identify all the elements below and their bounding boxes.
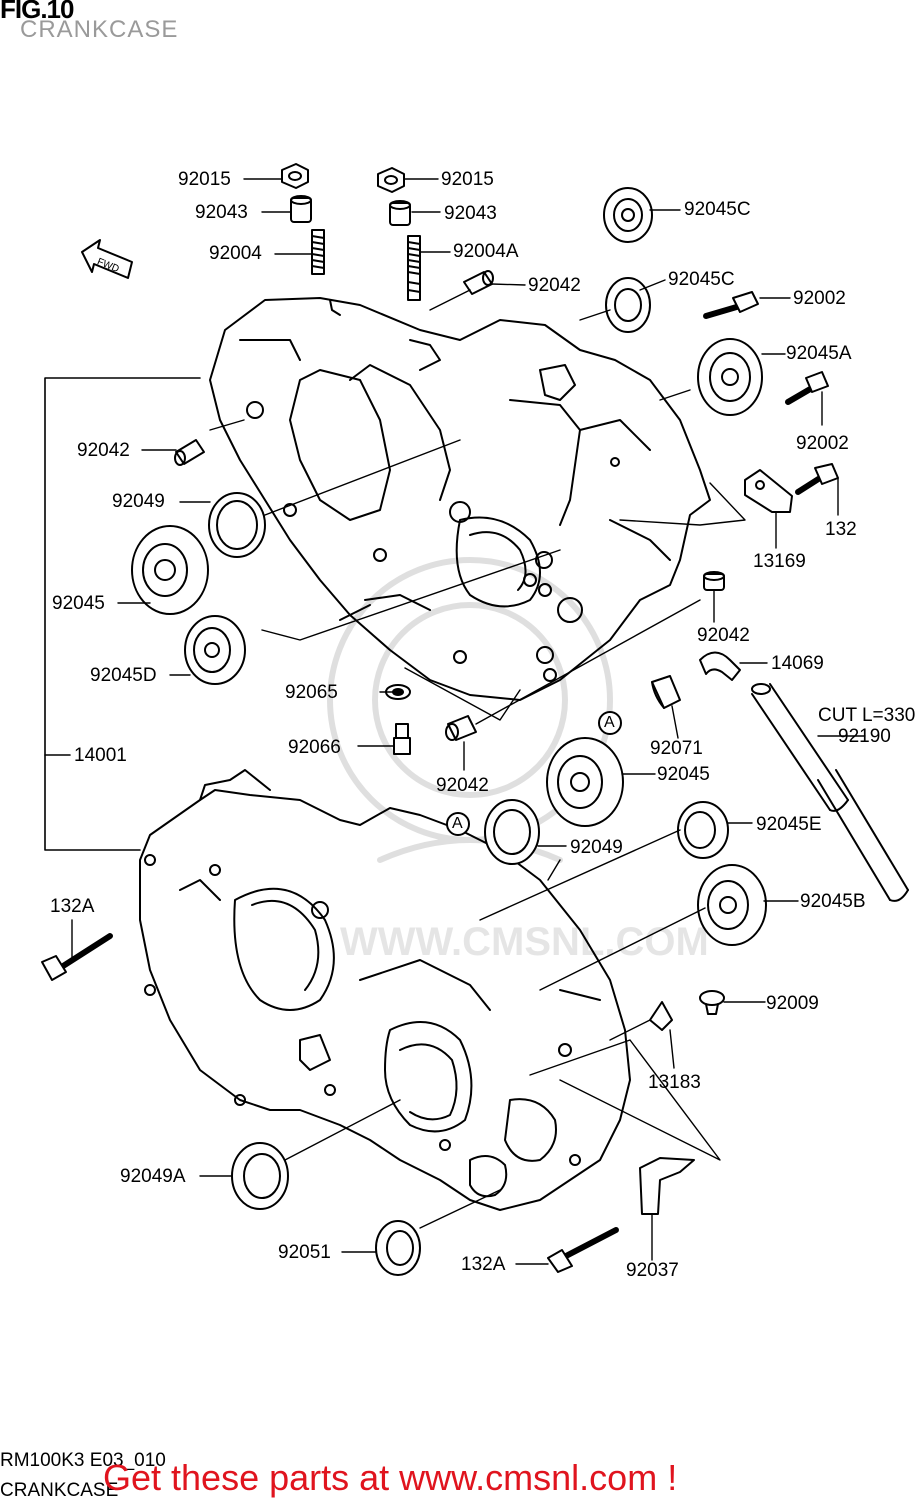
callout-label-A-bottom: A <box>452 815 463 832</box>
part-label-132A-bottom[interactable]: 132A <box>461 1254 506 1275</box>
part-label-92045C-top[interactable]: 92045C <box>684 199 751 220</box>
part-collar-92043-left <box>290 195 312 223</box>
part-bolt-132-top <box>795 463 839 495</box>
watermark-logo <box>327 557 613 863</box>
part-label-14001[interactable]: 14001 <box>74 745 127 766</box>
figure-code: RM100K3 E03_010 <box>0 1450 166 1471</box>
part-bolt-132A-left <box>41 933 113 981</box>
part-bolt-92002-top <box>703 291 759 319</box>
promo-link[interactable]: Get these parts at www.cmsnl.com ! <box>103 1457 678 1498</box>
part-label-92049A[interactable]: 92049A <box>120 1166 186 1187</box>
part-bolt-132A-bottom <box>547 1227 619 1273</box>
part-pin-92042-lower <box>445 715 477 741</box>
part-label-92066[interactable]: 92066 <box>288 737 341 758</box>
part-label-132A-left[interactable]: 132A <box>50 896 95 917</box>
part-label-92045C-mid[interactable]: 92045C <box>668 269 735 290</box>
part-bracket-92037 <box>639 1157 695 1215</box>
part-label-92045-left[interactable]: 92045 <box>52 593 105 614</box>
part-label-13183[interactable]: 13183 <box>648 1072 701 1093</box>
part-bearing-92045A <box>697 338 763 416</box>
part-label-92051[interactable]: 92051 <box>278 1242 331 1263</box>
part-fitting-14069 <box>699 651 741 681</box>
part-label-92002-top[interactable]: 92002 <box>793 288 846 309</box>
part-label-14069[interactable]: 14069 <box>771 653 824 674</box>
part-label-92004[interactable]: 92004 <box>209 243 262 264</box>
part-label-132-top[interactable]: 132 <box>825 519 857 540</box>
part-bolt-92002-mid <box>785 371 829 405</box>
part-screw-92009 <box>699 990 725 1015</box>
part-pin-92042-right <box>703 571 725 591</box>
part-label-92037[interactable]: 92037 <box>626 1260 679 1281</box>
part-collar-92043-right <box>389 200 411 226</box>
part-seal-92049-top <box>208 492 266 558</box>
callout-A-top <box>598 711 622 735</box>
part-bearing-92045-lower <box>546 737 624 827</box>
figure-caption: CRANKCASE <box>0 1480 119 1500</box>
part-label-92042-left[interactable]: 92042 <box>77 440 130 461</box>
part-hose-92190 <box>751 683 909 902</box>
part-label-92043-right[interactable]: 92043 <box>444 203 497 224</box>
part-nut-92015-right <box>377 167 405 193</box>
part-label-92045A[interactable]: 92045A <box>786 343 852 364</box>
part-plate-13183 <box>649 1001 673 1031</box>
part-label-13169[interactable]: 13169 <box>753 551 806 572</box>
part-label-92045D[interactable]: 92045D <box>90 665 157 686</box>
part-bearing-92045E <box>677 801 729 859</box>
part-bearing-92045B <box>697 864 767 946</box>
part-stud-92004 <box>311 229 325 275</box>
part-label-92042-top[interactable]: 92042 <box>528 275 581 296</box>
part-label-92042-right[interactable]: 92042 <box>697 625 750 646</box>
part-nut-92015-left <box>281 163 309 189</box>
part-label-92042-lower[interactable]: 92042 <box>436 775 489 796</box>
part-label-92190[interactable]: 92190 <box>838 726 891 747</box>
part-label-92015-right[interactable]: 92015 <box>441 169 494 190</box>
part-seal-92049-lower <box>484 799 540 865</box>
part-bearing-92045C-mid <box>605 277 651 333</box>
part-label-cut-length[interactable]: CUT L=330 <box>818 705 916 726</box>
part-label-92065[interactable]: 92065 <box>285 682 338 703</box>
part-seal-92049A <box>231 1142 289 1210</box>
part-bearing-92045-left <box>131 525 209 615</box>
part-label-92043-left[interactable]: 92043 <box>195 202 248 223</box>
part-label-92045-lower[interactable]: 92045 <box>657 764 710 785</box>
leader-14001 <box>44 377 201 851</box>
part-label-92015-left[interactable]: 92015 <box>178 169 231 190</box>
part-plate-13169 <box>744 469 793 513</box>
part-stud-92004A <box>407 235 421 301</box>
leader-lines <box>71 178 866 1265</box>
callout-label-A-top: A <box>604 714 615 731</box>
upper-crankcase <box>209 297 711 701</box>
part-label-92004A[interactable]: 92004A <box>453 241 519 262</box>
part-pin-92042-left <box>174 439 205 466</box>
figure-number: FIG.10 <box>0 0 74 24</box>
part-label-92071[interactable]: 92071 <box>650 738 703 759</box>
part-bolt-92066 <box>393 723 411 755</box>
fwd-arrow-icon: FWD <box>81 239 133 279</box>
part-label-92045B[interactable]: 92045B <box>800 891 866 912</box>
callout-A-bottom <box>446 812 470 836</box>
part-label-92049-top[interactable]: 92049 <box>112 491 165 512</box>
lower-crankcase <box>139 769 631 1211</box>
part-label-92045E[interactable]: 92045E <box>756 814 822 835</box>
watermark-text: WWW.CMSNL.COM <box>340 920 709 964</box>
part-label-92049-lower[interactable]: 92049 <box>570 837 623 858</box>
figure-title: CRANKCASE <box>20 16 179 43</box>
part-label-92009[interactable]: 92009 <box>766 993 819 1014</box>
part-seal-92051 <box>375 1220 421 1276</box>
part-label-92002-mid[interactable]: 92002 <box>796 433 849 454</box>
part-cap-92071 <box>651 675 681 709</box>
part-bearing-92045C-top <box>603 187 653 243</box>
part-bearing-92045D <box>184 615 246 685</box>
